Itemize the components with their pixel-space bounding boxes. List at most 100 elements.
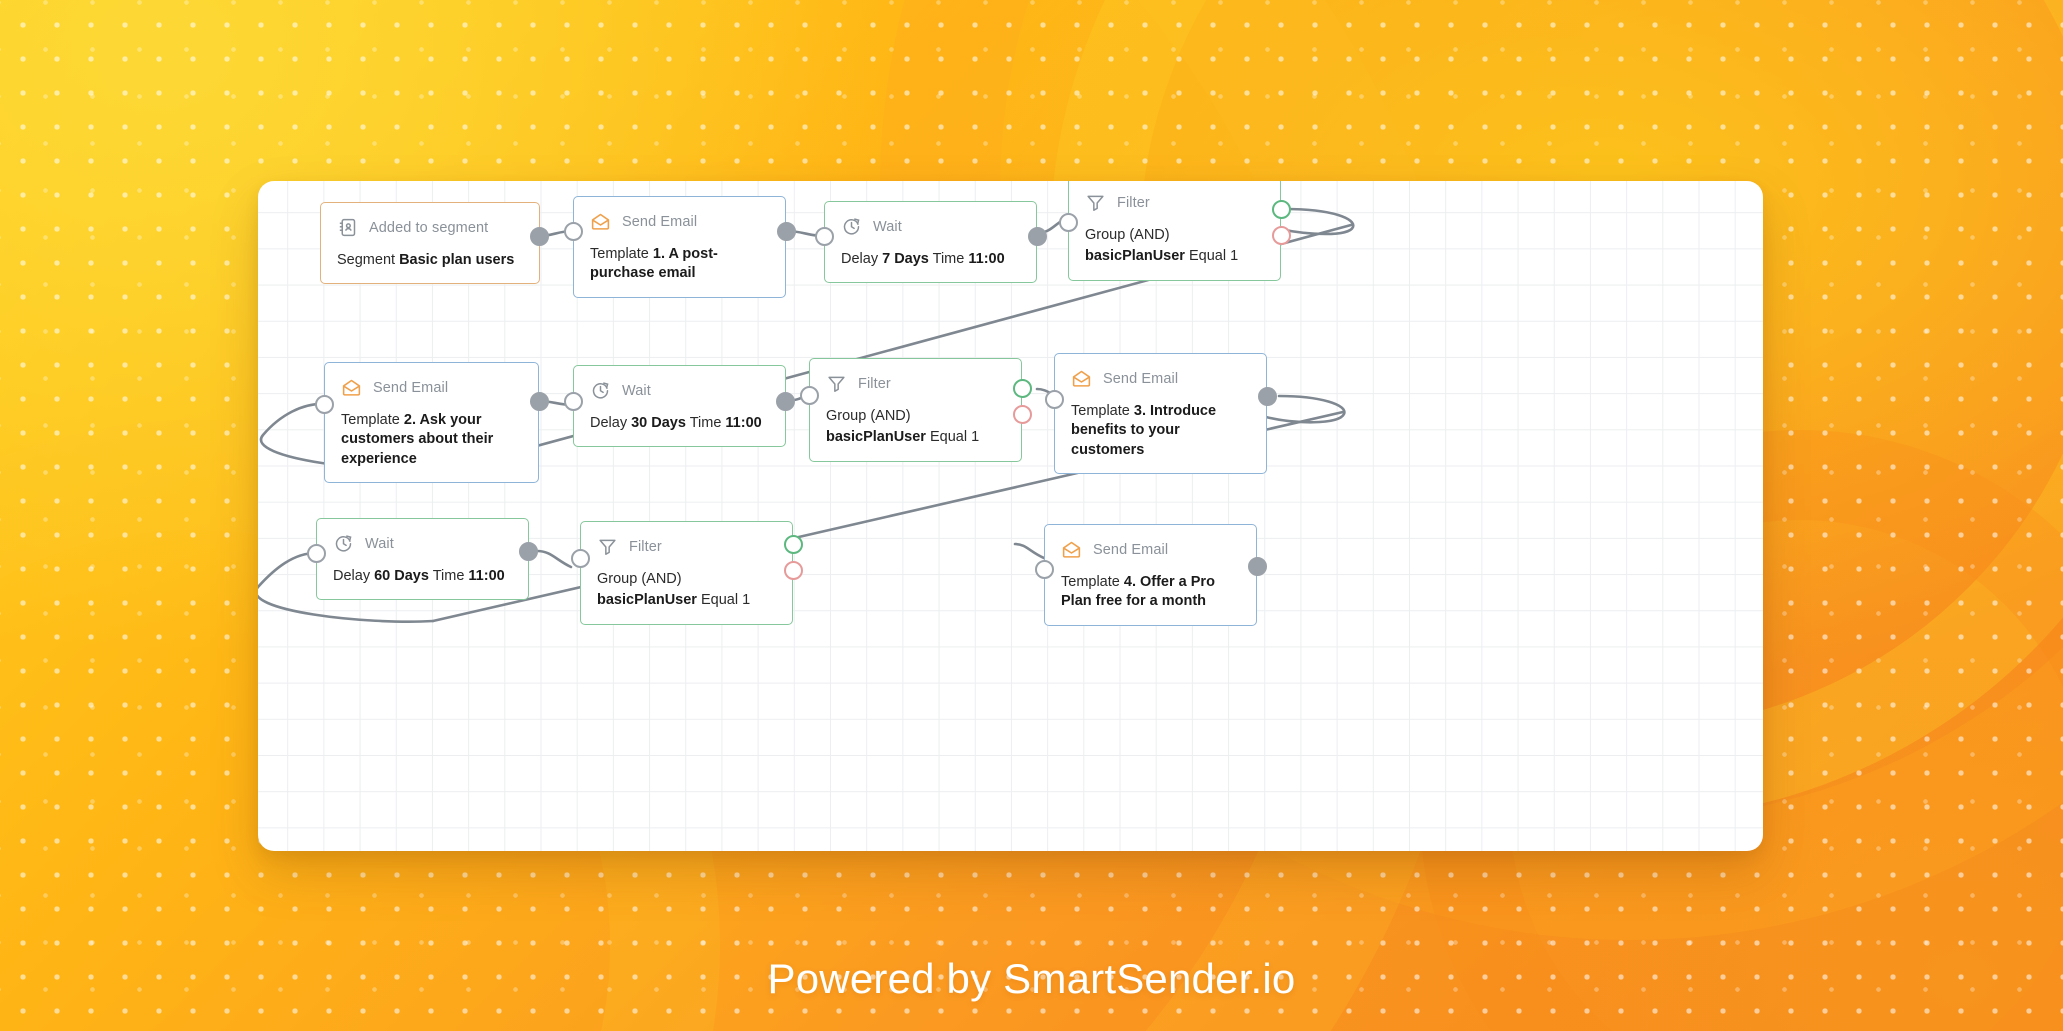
port-in-wait-7-days[interactable] — [815, 227, 834, 246]
port-in-wait-30-days[interactable] — [564, 392, 583, 411]
node-type-label: Send Email — [1103, 370, 1179, 387]
port-in-send-email-3[interactable] — [1045, 390, 1064, 409]
node-added-to-segment[interactable]: Added to segment Segment Basic plan user… — [320, 202, 540, 285]
node-header: Wait — [333, 533, 512, 554]
port-out-send-email-4[interactable] — [1248, 557, 1267, 576]
port-in-filter-2[interactable] — [800, 386, 819, 405]
clock-arrow-icon — [590, 380, 611, 401]
condition-operator: Equal 1 — [1184, 248, 1239, 265]
node-filter-2[interactable]: Filter Group (AND) basicPlanUser Equal 1 — [809, 358, 1022, 462]
condition-operator: Equal 1 — [925, 429, 980, 446]
port-in-send-email-1[interactable] — [564, 222, 583, 241]
node-body-prefix: Template — [1071, 403, 1134, 419]
node-send-email-1[interactable]: Send Email Template 1. A post-purchase e… — [573, 196, 786, 298]
node-body: Template 1. A post-purchase email — [590, 245, 769, 284]
edge-filter3-to-email4 — [1013, 542, 1046, 560]
port-out-send-email-2[interactable] — [530, 392, 549, 411]
port-in-send-email-4[interactable] — [1035, 560, 1054, 579]
node-body-value: 1. A post-purchase email — [590, 246, 718, 282]
node-filter-1[interactable]: Filter Group (AND) basicPlanUser Equal 1 — [1068, 181, 1281, 281]
node-body-condition: basicPlanUser Equal 1 — [826, 428, 1005, 447]
port-out-wait-60-days[interactable] — [519, 542, 538, 561]
node-body: Delay 7 Days Time 11:00 — [841, 250, 1020, 269]
node-body-value: 2. Ask your customers about their experi… — [341, 412, 494, 467]
node-body: Delay 30 Days Time 11:00 — [590, 414, 769, 433]
node-body-group: Group (AND) — [1085, 227, 1170, 243]
port-in-send-email-2[interactable] — [315, 395, 334, 414]
port-out-filter-3-yes[interactable] — [784, 535, 803, 554]
condition-field: basicPlanUser — [826, 429, 926, 446]
clock-arrow-icon — [333, 533, 354, 554]
node-body-prefix: Delay — [841, 251, 883, 267]
node-body-value: 4. Offer a Pro Plan free for a month — [1061, 574, 1215, 610]
node-send-email-2[interactable]: Send Email Template 2. Ask your customer… — [324, 362, 539, 483]
node-body-prefix: Template — [341, 412, 404, 428]
node-header: Wait — [590, 380, 769, 401]
node-header: Added to segment — [337, 217, 523, 238]
edge-loop-into-wait60 — [258, 551, 435, 623]
node-body: Template 2. Ask your customers about the… — [341, 411, 522, 469]
node-body: Template 3. Introduce benefits to your c… — [1071, 402, 1250, 460]
port-out-wait-7-days[interactable] — [1028, 227, 1047, 246]
node-body: Group (AND) basicPlanUser Equal 1 — [826, 407, 1005, 448]
condition-field: basicPlanUser — [1085, 248, 1185, 265]
funnel-icon — [597, 536, 618, 557]
envelope-icon — [1071, 368, 1092, 389]
node-body: Segment Basic plan users — [337, 251, 523, 270]
port-out-filter-1-yes[interactable] — [1272, 200, 1291, 219]
node-header: Wait — [841, 216, 1020, 237]
port-out-send-email-3[interactable] — [1258, 387, 1277, 406]
node-wait-7-days[interactable]: Wait Delay 7 Days Time 11:00 — [824, 201, 1037, 284]
node-type-label: Send Email — [622, 213, 698, 230]
node-body-prefix: Template — [590, 246, 653, 262]
funnel-icon — [826, 373, 847, 394]
port-out-send-email-1[interactable] — [777, 222, 796, 241]
node-body-delay: 30 Days — [631, 415, 686, 431]
node-type-label: Wait — [622, 382, 651, 399]
condition-field: basicPlanUser — [597, 592, 697, 609]
node-body-time: 11:00 — [468, 568, 505, 584]
node-body-condition: basicPlanUser Equal 1 — [597, 591, 776, 610]
funnel-icon — [1085, 192, 1106, 213]
node-type-label: Wait — [873, 218, 902, 235]
port-out-filter-3-no[interactable] — [784, 561, 803, 580]
node-header: Filter — [1085, 192, 1264, 213]
node-header: Send Email — [590, 211, 769, 232]
node-send-email-3[interactable]: Send Email Template 3. Introduce benefit… — [1054, 353, 1267, 474]
node-body-condition: basicPlanUser Equal 1 — [1085, 247, 1264, 266]
node-body: Group (AND) basicPlanUser Equal 1 — [597, 570, 776, 611]
node-body: Delay 60 Days Time 11:00 — [333, 567, 512, 586]
node-body-prefix: Delay — [333, 568, 375, 584]
port-out-trigger[interactable] — [530, 227, 549, 246]
node-body-prefix: Delay — [590, 415, 632, 431]
node-type-label: Wait — [365, 535, 394, 552]
node-body-prefix: Template — [1061, 574, 1124, 590]
workflow-canvas[interactable]: Added to segment Segment Basic plan user… — [258, 181, 1763, 851]
condition-operator: Equal 1 — [696, 592, 751, 609]
node-type-label: Filter — [1117, 194, 1150, 211]
port-out-wait-30-days[interactable] — [776, 392, 795, 411]
node-send-email-4[interactable]: Send Email Template 4. Offer a Pro Plan … — [1044, 524, 1257, 626]
port-out-filter-2-no[interactable] — [1013, 405, 1032, 424]
node-body-value: Basic plan users — [399, 252, 515, 268]
node-wait-60-days[interactable]: Wait Delay 60 Days Time 11:00 — [316, 518, 529, 601]
port-in-wait-60-days[interactable] — [307, 544, 326, 563]
edge-wait60-to-filter3 — [535, 549, 573, 569]
port-in-filter-1[interactable] — [1059, 213, 1078, 232]
port-out-filter-2-yes[interactable] — [1013, 379, 1032, 398]
node-filter-3[interactable]: Filter Group (AND) basicPlanUser Equal 1 — [580, 521, 793, 625]
address-book-icon — [337, 217, 358, 238]
envelope-icon — [341, 377, 362, 398]
node-header: Filter — [597, 536, 776, 557]
port-in-filter-3[interactable] — [571, 549, 590, 568]
node-body-delay: 7 Days — [882, 251, 929, 267]
node-body-mid: Time — [928, 251, 969, 267]
node-wait-30-days[interactable]: Wait Delay 30 Days Time 11:00 — [573, 365, 786, 448]
node-body-time: 11:00 — [725, 415, 762, 431]
port-out-filter-1-no[interactable] — [1272, 226, 1291, 245]
clock-arrow-icon — [841, 216, 862, 237]
node-type-label: Send Email — [1093, 541, 1169, 558]
edge-email3-right-loop — [1264, 394, 1346, 424]
envelope-icon — [590, 211, 611, 232]
